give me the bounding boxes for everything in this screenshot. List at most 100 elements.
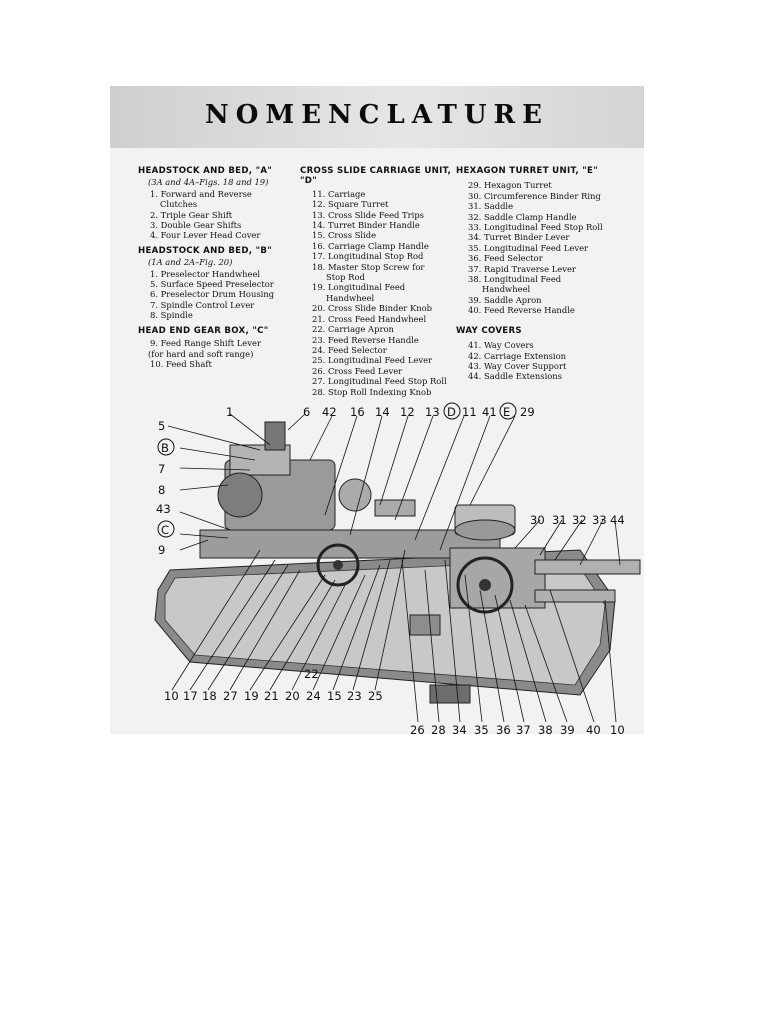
legend-item: Clutches <box>160 199 198 210</box>
callout-label: 33 <box>592 513 607 527</box>
legend-item: 5. Surface Speed Preselector <box>150 279 274 290</box>
legend-item: 35. Longitudinal Feed Lever <box>468 242 589 253</box>
lathe-illustration <box>154 421 641 704</box>
machine-diagram: 1 6 42 16 14 12 13 D 11 41 E 29 5 B 7 8 … <box>154 402 641 734</box>
callout-label: 18 <box>202 689 217 703</box>
legend-item: 1. Forward and Reverse <box>150 188 252 199</box>
legend-item: 25. Longitudinal Feed Lever <box>312 355 433 366</box>
legend-item: Handwheel <box>482 284 531 295</box>
section-title: HEADSTOCK AND BED, "A" <box>138 166 273 176</box>
callout-circle <box>157 438 175 456</box>
callout-circle <box>157 520 175 538</box>
callout-label: 16 <box>350 405 365 419</box>
callout-label: 21 <box>264 689 279 703</box>
section-subtitle: (3A and 4A–Figs. 18 and 19) <box>148 177 269 188</box>
legend-item: 33. Longitudinal Feed Stop Roll <box>468 222 603 233</box>
callout-label: 6 <box>303 405 310 419</box>
legend-column-1: HEADSTOCK AND BED, "A" (3A and 4A–Figs. … <box>138 166 298 374</box>
callout-label: 41 <box>482 405 497 419</box>
legend-column-3: HEXAGON TURRET UNIT, "E" 29. Hexagon Tur… <box>456 166 636 387</box>
legend-item: 11. Carriage <box>312 188 366 199</box>
callout-label: 30 <box>530 513 545 527</box>
callout-label: 26 <box>410 723 425 734</box>
legend-item: 1. Preselector Handwheel <box>150 268 261 279</box>
callout-label: 10 <box>610 723 625 734</box>
callout-label: 11 <box>462 405 477 419</box>
callout-label: 24 <box>306 689 321 703</box>
section-title: HEXAGON TURRET UNIT, "E" <box>456 166 598 176</box>
legend-section: HEADSTOCK AND BED, "A" (3A and 4A–Figs. … <box>138 166 298 241</box>
legend-item: Stop Rod <box>326 272 365 283</box>
callout-label: 27 <box>223 689 238 703</box>
legend-item: 31. Saddle <box>468 201 514 212</box>
callout-label: 37 <box>516 723 531 734</box>
callout-label: 14 <box>375 405 390 419</box>
callout-circle <box>443 402 461 420</box>
callout-label: 7 <box>158 462 165 476</box>
callout-label: 8 <box>158 483 165 497</box>
legend-item: 17. Longitudinal Stop Rod <box>312 251 424 262</box>
legend-item: 15. Cross Slide <box>312 230 377 241</box>
legend-item: 43. Way Cover Support <box>468 360 567 371</box>
legend-item: 44. Saddle Extensions <box>468 371 562 382</box>
legend-item: 30. Circumference Binder Ring <box>468 190 601 201</box>
legend-item: 26. Cross Feed Lever <box>312 365 403 376</box>
section-subtitle: (1A and 2A–Fig. 20) <box>148 257 233 268</box>
legend-section: HEADSTOCK AND BED, "B" (1A and 2A–Fig. 2… <box>138 246 298 321</box>
legend-item: 18. Master Stop Screw for <box>312 261 425 272</box>
legend-item: 41. Way Covers <box>468 340 534 351</box>
legend-item: 7. Spindle Control Lever <box>150 299 255 310</box>
callout-label: 43 <box>156 502 171 516</box>
callout-label: 40 <box>586 723 601 734</box>
legend-item: 12. Square Turret <box>312 199 389 210</box>
callout-label: 15 <box>327 689 342 703</box>
callouts-left: 5 B 7 8 43 C 9 <box>156 419 175 557</box>
legend-item: 23. Feed Reverse Handle <box>312 334 419 345</box>
legend-item: 6. Preselector Drum Housing <box>150 289 275 300</box>
callout-label: 28 <box>431 723 446 734</box>
callout-label: 17 <box>183 689 198 703</box>
legend-item: 16. Carriage Clamp Handle <box>312 240 429 251</box>
callout-label: 44 <box>610 513 625 527</box>
callout-label: 35 <box>474 723 489 734</box>
callout-label: 19 <box>244 689 259 703</box>
legend-item: 19. Longitudinal Feed <box>312 282 406 293</box>
callout-label: 25 <box>368 689 383 703</box>
legend-item: 22. Carriage Apron <box>312 324 394 335</box>
legend-item: (for hard and soft range) <box>148 348 254 359</box>
callout-label: 9 <box>158 543 165 557</box>
callout-label: C <box>161 523 169 537</box>
callout-label: 39 <box>560 723 575 734</box>
legend-item: 28. Stop Roll Indexing Knob <box>312 386 432 397</box>
callouts-bottom-row-2: 26 28 34 35 36 37 38 39 40 10 <box>410 723 625 734</box>
callout-label: 13 <box>425 405 440 419</box>
callout-label: 36 <box>496 723 511 734</box>
section-title: CROSS SLIDE CARRIAGE UNIT, "D" <box>300 166 452 187</box>
legend-item: 40. Feed Reverse Handle <box>468 305 575 316</box>
legend-item: 38. Longitudinal Feed <box>468 274 562 285</box>
legend-section: HEXAGON TURRET UNIT, "E" 29. Hexagon Tur… <box>456 166 636 316</box>
callout-label: D <box>447 405 456 419</box>
legend-item: 3. Double Gear Shifts <box>150 220 242 231</box>
callouts-bottom-row-1: 10 17 18 27 19 21 20 24 15 23 25 <box>164 689 383 703</box>
page-title: NOMENCLATURE <box>205 100 549 130</box>
legend-item: 10. Feed Shaft <box>150 358 212 369</box>
legend-item: 37. Rapid Traverse Lever <box>468 263 576 274</box>
callout-label: 20 <box>285 689 300 703</box>
callout-label: 23 <box>347 689 362 703</box>
legend-section: CROSS SLIDE CARRIAGE UNIT, "D" 11. Carri… <box>300 166 460 397</box>
legend-item: 36. Feed Selector <box>468 253 543 264</box>
callout-label: 32 <box>572 513 587 527</box>
legend-item: 20. Cross Slide Binder Knob <box>312 303 433 314</box>
legend-section: WAY COVERS 41. Way Covers 42. Carriage E… <box>456 326 636 382</box>
title-band: NOMENCLATURE <box>110 86 644 148</box>
legend-item: 9. Feed Range Shift Lever <box>150 338 261 349</box>
callout-label: 42 <box>322 405 337 419</box>
section-title: HEAD END GEAR BOX, "C" <box>138 325 269 336</box>
section-title: WAY COVERS <box>456 325 522 336</box>
callout-label: B <box>161 441 169 455</box>
callout-label: 38 <box>538 723 553 734</box>
callouts-right: 30 31 32 33 44 <box>530 513 625 527</box>
legend-item: Handwheel <box>326 292 375 303</box>
legend-item: 34. Turret Binder Lever <box>468 232 570 243</box>
